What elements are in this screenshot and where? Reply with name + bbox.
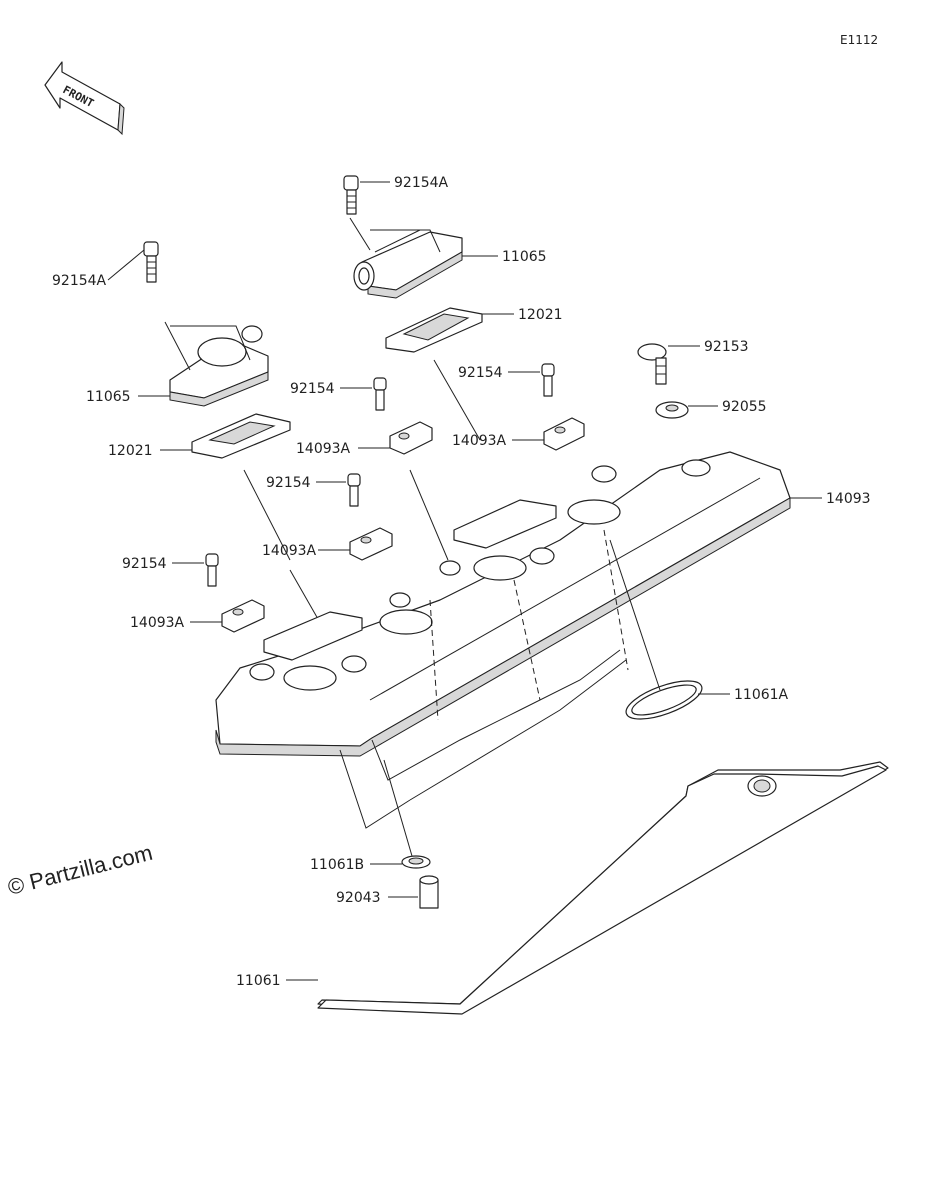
callout-92055: 92055 bbox=[722, 399, 767, 415]
callout-11061b: 11061B bbox=[310, 857, 364, 873]
callout-cover-left: 11065 bbox=[86, 389, 131, 405]
cylinder-head-cover bbox=[215, 451, 791, 757]
washer-92055 bbox=[655, 401, 689, 419]
callout-11061: 11061 bbox=[236, 973, 281, 989]
bolt-92154a-left bbox=[143, 241, 159, 283]
breather-cover-top bbox=[353, 229, 463, 299]
callout-spacer-mid4: 14093A bbox=[130, 615, 185, 631]
callout-11061a: 11061A bbox=[734, 687, 789, 703]
head-cover-gasket-11061 bbox=[317, 761, 889, 1015]
diagram-code: E1112 bbox=[840, 33, 878, 47]
callout-bolt-mid2: 92154 bbox=[458, 365, 503, 381]
callout-gasket-left: 12021 bbox=[108, 443, 153, 459]
callout-bolt-mid4: 92154 bbox=[122, 556, 167, 572]
bolt-92154-4 bbox=[205, 553, 219, 587]
bolt-92154-3 bbox=[347, 473, 361, 507]
collar-92043 bbox=[419, 875, 439, 909]
spacer-14093a-1 bbox=[389, 421, 433, 455]
gasket-12021-top bbox=[385, 307, 483, 353]
bolt-92154-1 bbox=[373, 377, 387, 411]
callout-bolt-left: 92154A bbox=[52, 273, 107, 289]
plug-gasket-11061a bbox=[625, 680, 703, 720]
spacer-14093a-4 bbox=[221, 599, 265, 633]
callout-bolt-mid1: 92154 bbox=[290, 381, 335, 397]
callout-bolt-top: 92154A bbox=[394, 175, 449, 191]
callout-bolt-mid3: 92154 bbox=[266, 475, 311, 491]
callout-gasket-top: 12021 bbox=[518, 307, 563, 323]
callout-92043: 92043 bbox=[336, 890, 381, 906]
callout-spacer-mid3: 14093A bbox=[262, 543, 317, 559]
watermark: © Partzilla.com bbox=[5, 840, 155, 900]
callout-spacer-mid2: 14093A bbox=[452, 433, 507, 449]
callout-head-cover: 14093 bbox=[826, 491, 871, 507]
bolt-92153 bbox=[637, 343, 667, 385]
callout-spacer-mid1: 14093A bbox=[296, 441, 351, 457]
spacer-14093a-3 bbox=[349, 527, 393, 561]
breather-cover-left bbox=[169, 325, 269, 407]
callout-cover-top: 11065 bbox=[502, 249, 547, 265]
front-arrow-icon: FRONT bbox=[44, 61, 125, 136]
gasket-12021-left bbox=[191, 413, 291, 459]
callout-92153: 92153 bbox=[704, 339, 749, 355]
bolt-92154-2 bbox=[541, 363, 555, 397]
bolt-92154a-top bbox=[343, 175, 359, 215]
seal-11061b bbox=[401, 855, 431, 869]
spacer-14093a-2 bbox=[543, 417, 585, 451]
